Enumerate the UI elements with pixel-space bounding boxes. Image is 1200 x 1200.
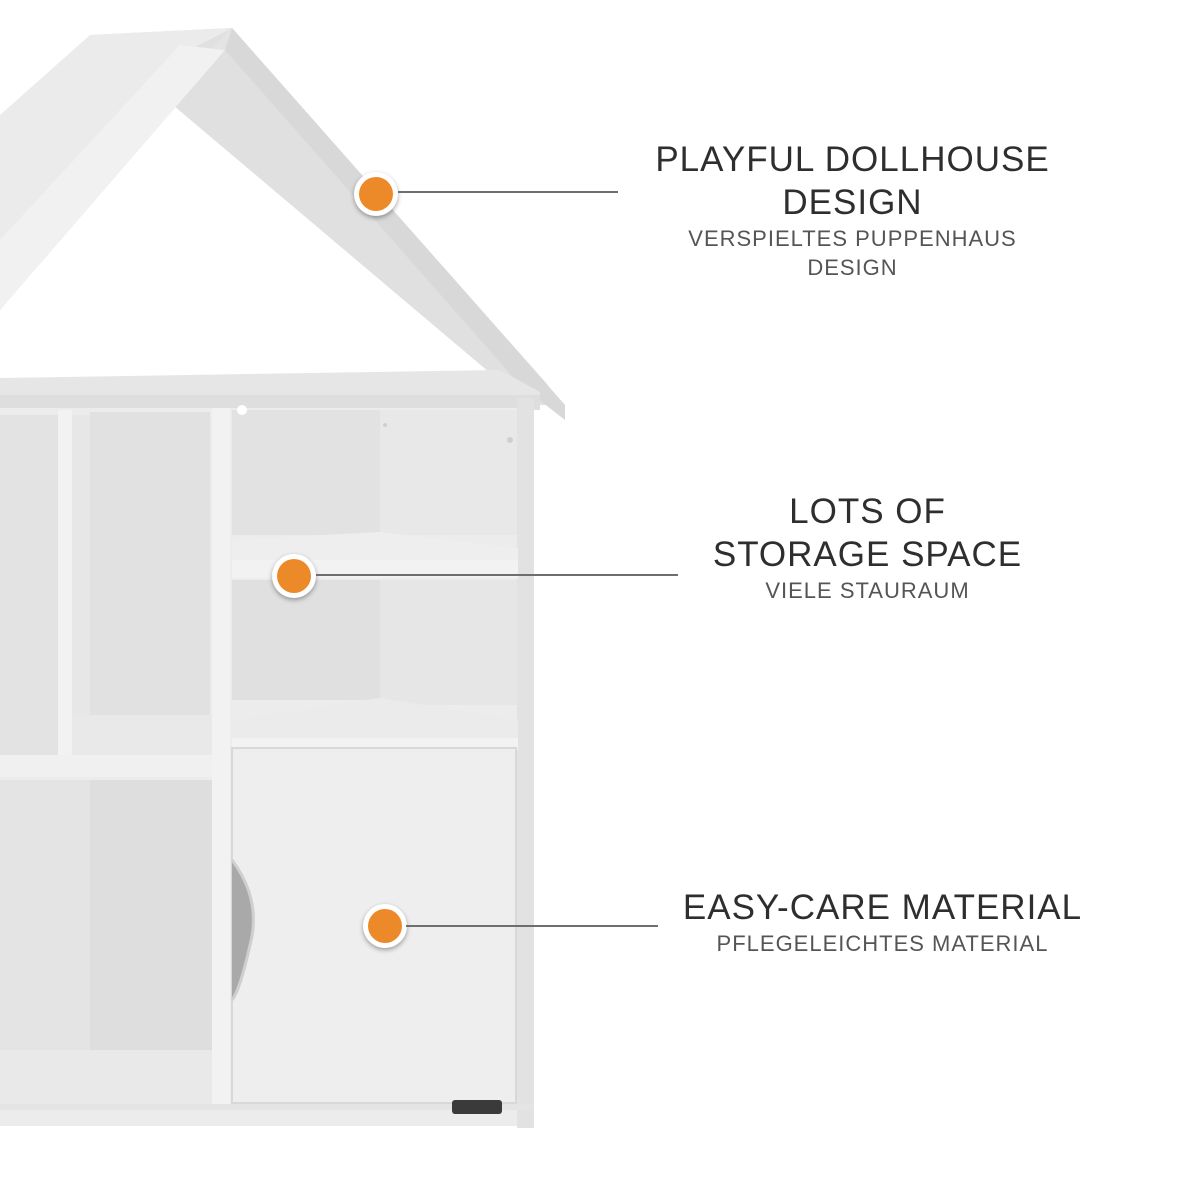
feature-title-line: DESIGN (782, 183, 923, 222)
feature-subtitle-line: VERSPIELTES PUPPENHAUS (688, 226, 1017, 251)
leader-line-storage-space (316, 574, 678, 576)
hotspot-easy-care-material[interactable] (363, 904, 407, 948)
feature-title-line: PLAYFUL DOLLHOUSE (655, 140, 1050, 179)
cabinet-foot (452, 1100, 502, 1114)
roof (0, 28, 565, 420)
feature-subtitle-line: DESIGN (807, 255, 898, 280)
feature-storage-space: LOTS OF STORAGE SPACE VIELE STAURAUM (680, 490, 1055, 605)
feature-dollhouse-design: PLAYFUL DOLLHOUSE DESIGN VERSPIELTES PUP… (640, 138, 1065, 282)
feature-title-line: STORAGE SPACE (712, 535, 1023, 574)
leader-line-dollhouse-design (398, 191, 618, 193)
feature-title-line: EASY-CARE MATERIAL (682, 888, 1083, 927)
feature-subtitle-line: VIELE STAURAUM (765, 578, 970, 603)
feature-subtitle-line: PFLEGELEICHTES MATERIAL (716, 931, 1049, 956)
hotspot-dollhouse-design[interactable] (354, 172, 398, 216)
hotspot-storage-space[interactable] (272, 554, 316, 598)
leader-line-easy-care-material (406, 925, 658, 927)
feature-easy-care-material: EASY-CARE MATERIAL PFLEGELEICHTES MATERI… (670, 886, 1095, 958)
door-handle-cutout (232, 860, 254, 1000)
feature-title-line: LOTS OF (789, 492, 946, 531)
